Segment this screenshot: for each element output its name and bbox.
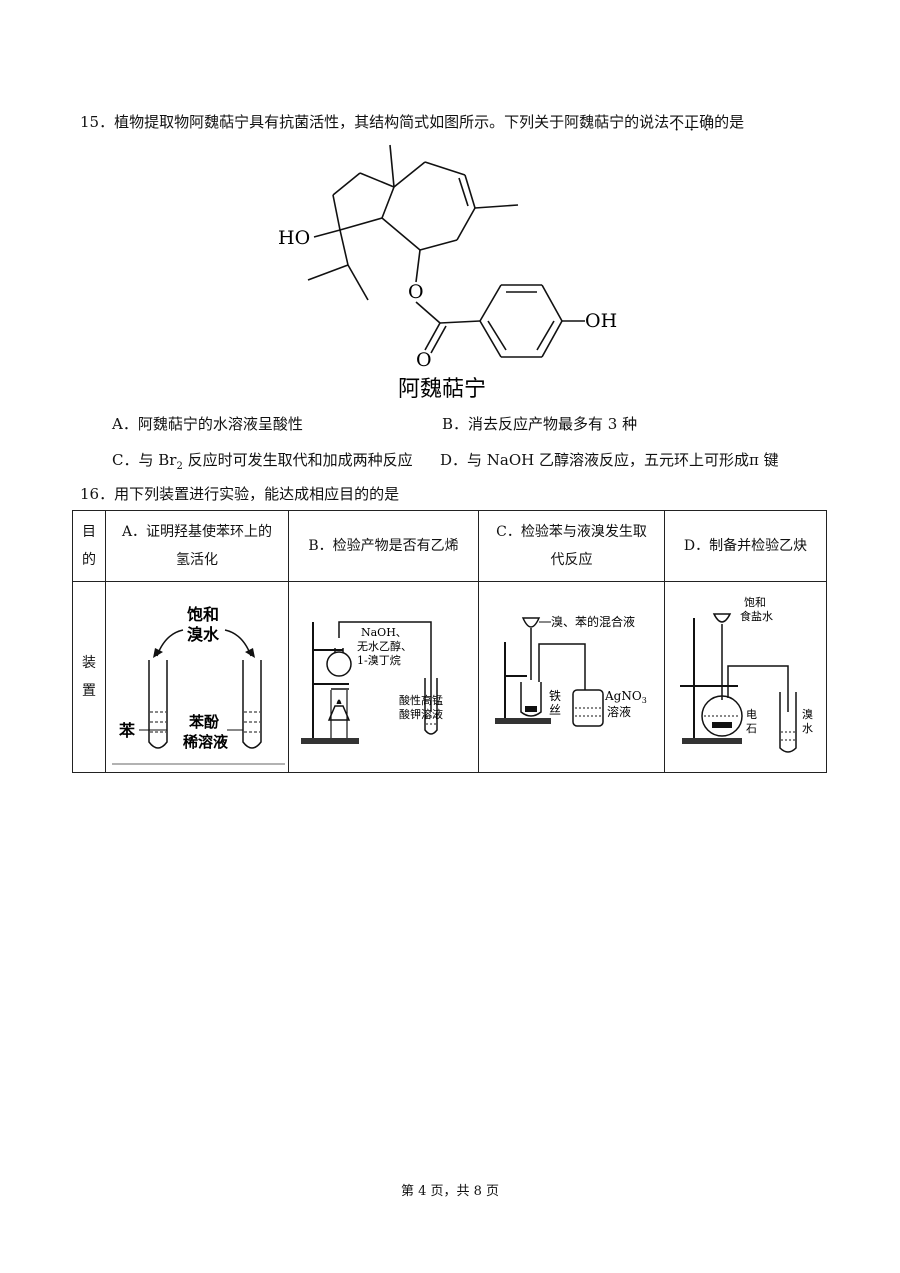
agno3-text: AgNO [604,689,642,703]
header-char: 装 [82,655,96,671]
label-saturated-brine: 饱和 [744,595,766,609]
option-a: A．阿魏萜宁的水溶液呈酸性 [112,415,303,433]
label-agno3-solution: 溶液 [607,704,631,719]
apparatus-b: NaOH、 无水乙醇、 1-溴丁烷 酸性高锰 酸钾溶液 [288,581,479,773]
agno3-subscript: 3 [641,696,646,705]
label-wire: 丝 [549,703,561,717]
subscript: 2 [176,461,183,472]
q15-stem: 15．植物提取物阿魏萜宁具有抗菌活性，其结构简式如图所示。下列关于阿魏萜宁的说法… [80,112,744,132]
label-water: 水 [802,722,813,735]
purpose-c: C．检验苯与液溴发生取 代反应 [478,510,665,582]
option-c-text-end: 反应时可发生取代和加成两种反应 [182,451,413,469]
emphasis-char: 正 [684,112,699,132]
label-kmno4-solution: 酸钾溶液 [399,707,443,721]
label-benzene: 苯 [118,721,136,740]
label-phenol: 苯酚 [188,713,220,731]
option-c: C．与 Br2 反应时可发生取代和加成两种反应 [112,449,413,472]
purpose-text: C．检验苯与液溴发生取 [496,524,647,540]
header-char: 的 [82,552,96,568]
label-brine: 食盐水 [740,609,773,623]
acetylene-apparatus-diagram: 饱和 食盐水 电 石 溴 水 [679,595,813,753]
header-char: 置 [82,683,96,699]
emphasis-char: 确 [699,112,714,132]
purpose-text: 氢活化 [176,552,218,568]
label-agno3: AgNO3 [604,689,647,705]
option-b: B．消去反应产物最多有 3 种 [442,415,638,433]
q16-stem: 16．用下列装置进行实验，能达成相应目的的是 [80,485,400,503]
label-iron: 铁 [549,689,561,703]
page-footer: 第 4 页，共 8 页 [400,1184,500,1199]
q15-stem-text: 植物提取物阿魏萜宁具有抗菌活性，其结构简式如图所示。下列关于阿魏萜宁的说法 [114,113,670,131]
label-carbide-stone: 石 [746,722,757,735]
purpose-row-header: 目 的 [72,510,106,582]
label-bromobutane: 1-溴丁烷 [357,653,401,667]
purpose-text: 代反应 [550,552,593,568]
bromination-apparatus-diagram: 溴、苯的混合液 铁 丝 AgNO3 溶液 [494,614,647,727]
label-bromine: 溴 [802,707,813,721]
elimination-apparatus-diagram: NaOH、 无水乙醇、 1-溴丁烷 酸性高锰 酸钾溶液 [300,621,443,744]
label-ethanol: 无水乙醇、 [357,639,412,653]
purpose-text: B．检验产物是否有乙烯 [308,538,459,554]
ester-oxygen-label: O [408,281,424,303]
apparatus-d: 饱和 食盐水 电 石 溴 水 [664,581,827,773]
header-char: 目 [82,524,96,540]
structure-caption: 阿魏萜宁 [398,377,486,402]
label-bromine-benzene: 溴、苯的混合液 [551,614,635,629]
purpose-a: A．证明羟基使苯环上的 氢活化 [105,510,289,582]
test-tubes-diagram: 饱和 溴水 苯 苯酚 稀溶液 [112,605,285,765]
experiment-table: 目 的 A．证明羟基使苯环上的 氢活化 B．检验产物是否有乙烯 C．检验苯与液溴… [72,510,827,773]
structure-diagram: HO O O OH 阿魏萜宁 [278,144,617,402]
option-d: D．与 NaOH 乙醇溶液反应，五元环上可形成π 键 [440,451,779,469]
option-c-text: C．与 Br [112,451,177,469]
emphasis-char: 不 [669,112,684,132]
label-saturated: 饱和 [187,605,219,624]
apparatus-c: 溴、苯的混合液 铁 丝 AgNO3 溶液 [478,581,665,773]
apparatus-row-header: 装 置 [72,581,106,773]
label-calcium-carbide: 电 [746,708,757,721]
label-kmno4: 酸性高锰 [399,693,443,707]
label-dilute-solution: 稀溶液 [183,733,229,751]
ho-label: HO [278,227,310,249]
q15-stem-end: 的是 [714,113,745,131]
q15-number: 15． [80,113,115,131]
purpose-d: D．制备并检验乙炔 [664,510,827,582]
carbonyl-oxygen-label: O [416,349,432,371]
apparatus-a: 饱和 溴水 苯 苯酚 稀溶液 [105,581,289,773]
purpose-text: A．证明羟基使苯环上的 [121,524,273,540]
purpose-b: B．检验产物是否有乙烯 [288,510,479,582]
purpose-text: D．制备并检验乙炔 [683,538,808,554]
oh-label: OH [585,310,617,332]
label-bromine-water: 溴水 [187,625,220,644]
label-naoh: NaOH、 [361,626,407,639]
